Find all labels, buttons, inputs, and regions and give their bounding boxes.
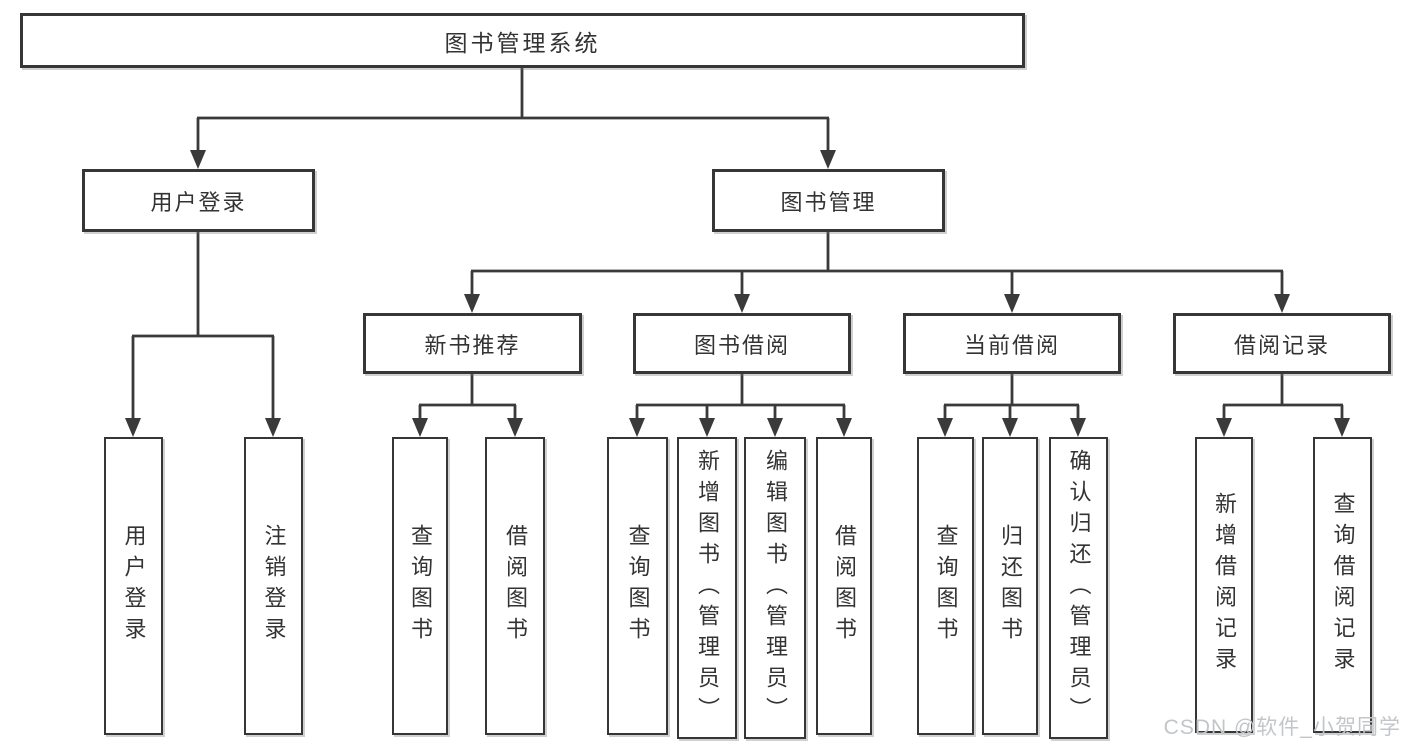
arrowheads-newbook-leaves: [412, 418, 523, 437]
leaf-query-books-current: 查询图书: [917, 437, 974, 735]
leaf-borrow-books-borrowing: 借阅图书: [816, 437, 872, 735]
leaf-query-books-recommend: 查询图书: [392, 437, 448, 735]
arrowheads-records-leaves: [1216, 418, 1350, 437]
leaf-add-book-admin: 新增图书（管理员）: [677, 437, 737, 739]
connector-currentborrow-to-leaves: [943, 374, 1080, 419]
leaf-return-books: 归还图书: [982, 437, 1038, 735]
leaf-query-borrow-record: 查询借阅记录: [1313, 437, 1372, 733]
arrowheads-userlogin-leaves: [125, 418, 281, 437]
connector-bookborrow-to-leaves: [635, 374, 846, 419]
connector-records-to-leaves: [1222, 374, 1344, 419]
leaf-edit-book-admin: 编辑图书（管理员）: [744, 437, 806, 739]
arrowheads-level2: [190, 150, 836, 169]
arrowheads-bookborrow-leaves: [629, 418, 852, 437]
leaf-query-books-borrowing: 查询图书: [607, 437, 668, 735]
node-book-borrowing: 图书借阅: [633, 313, 851, 374]
connector-bookmgmt-to-level3: [470, 232, 1284, 295]
csdn-watermark: CSDN @软件_小贺同学: [1163, 716, 1401, 739]
node-borrowing-records: 借阅记录: [1173, 313, 1391, 374]
leaf-borrow-books-recommend: 借阅图书: [485, 437, 545, 735]
connector-newbook-to-leaves: [418, 374, 517, 419]
node-current-borrowing: 当前借阅: [903, 313, 1121, 374]
leaf-add-borrow-record: 新增借阅记录: [1195, 437, 1253, 733]
connector-root-to-level2: [196, 68, 830, 151]
node-library-management-system: 图书管理系统: [20, 13, 1025, 68]
arrowheads-currentborrow-leaves: [937, 418, 1086, 437]
leaf-confirm-return-admin: 确认归还（管理员）: [1049, 437, 1108, 739]
node-user-login: 用户登录: [82, 169, 315, 232]
node-new-book-recommend: 新书推荐: [363, 313, 582, 374]
leaf-user-login: 用户登录: [104, 437, 163, 735]
node-book-management: 图书管理: [712, 169, 945, 232]
leaf-logout: 注销登录: [244, 437, 303, 735]
arrowheads-level3: [464, 294, 1290, 313]
connector-userlogin-to-leaves: [131, 232, 275, 419]
